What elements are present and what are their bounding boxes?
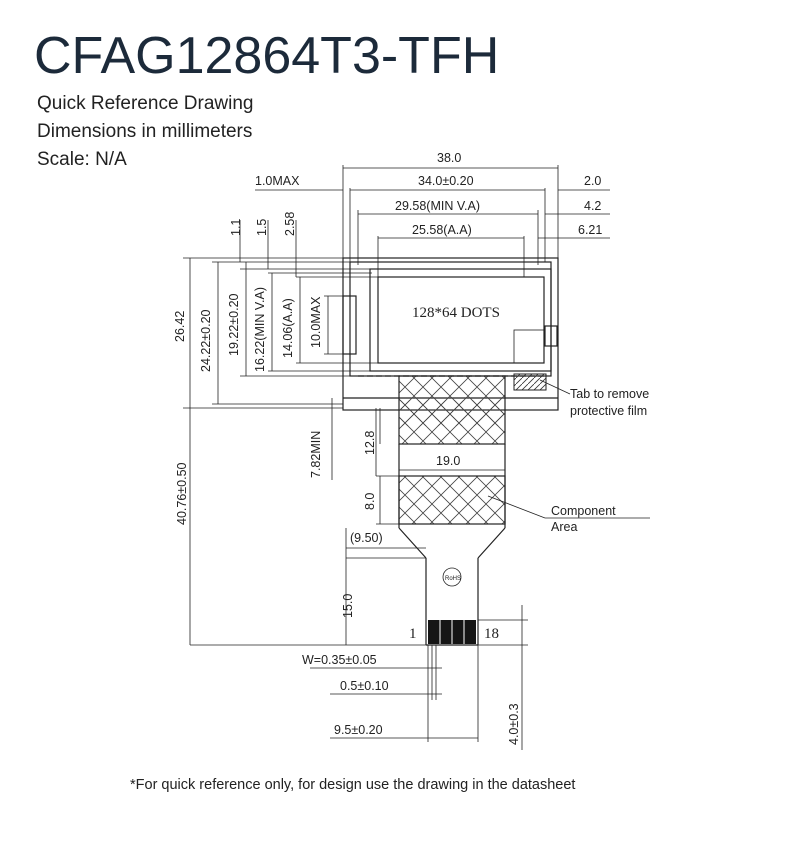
dim-42: 4.2 [584, 199, 601, 213]
dim-34: 34.0±0.20 [418, 174, 474, 188]
dim-11: 1.1 [229, 219, 243, 236]
dim-128: 12.8 [363, 431, 377, 455]
tab-leader-line [539, 379, 571, 395]
dim-15: 1.5 [255, 219, 269, 236]
dim-2: 2.0 [584, 174, 601, 188]
rohs-mark: RoHS [445, 576, 461, 582]
dim-1max: 1.0MAX [255, 174, 300, 188]
flex-cable [398, 375, 506, 646]
dim-40: 4.0±0.3 [507, 703, 521, 745]
dim-100max: 10.0MAX [309, 296, 323, 348]
dim-4076: 40.76±0.50 [175, 462, 189, 525]
dim-190: 19.0 [436, 454, 460, 468]
pin-1-label: 1 [409, 626, 417, 642]
component-label-2: Area [551, 520, 577, 534]
dim-pin-width: W=0.35±0.05 [302, 653, 377, 667]
dim-2958: 29.58(MIN V.A) [395, 199, 480, 213]
subtitle-scale: Scale: N/A [37, 149, 127, 170]
dim-950: (9.50) [350, 531, 383, 545]
dim-1406: 14.06(A.A) [281, 298, 295, 358]
pin-dimension-lines [310, 605, 528, 750]
component-label: Component [551, 504, 616, 518]
pin-18-label: 18 [484, 626, 499, 642]
footnote: *For quick reference only, for design us… [130, 777, 576, 793]
dim-150: 15.0 [341, 594, 355, 618]
dim-80: 8.0 [363, 493, 377, 510]
dim-pitch: 0.5±0.10 [340, 679, 389, 693]
dim-258: 2.58 [283, 212, 297, 236]
dots-label: 128*64 DOTS [412, 305, 500, 321]
dim-2422: 24.22±0.20 [199, 309, 213, 372]
part-number-title: CFAG12864T3-TFH [34, 27, 500, 85]
dim-2642: 26.42 [173, 311, 187, 342]
subtitle-units: Dimensions in millimeters [37, 121, 253, 142]
dim-621: 6.21 [578, 223, 602, 237]
dim-95: 9.5±0.20 [334, 723, 383, 737]
component-leader-line [487, 495, 546, 519]
dim-2558: 25.58(A.A) [412, 223, 472, 237]
top-dimension-lines [255, 165, 610, 277]
dim-782min: 7.82MIN [309, 431, 323, 478]
dim-1922: 19.22±0.20 [227, 293, 241, 356]
dim-38: 38.0 [437, 151, 461, 165]
dim-1622: 16.22(MIN V.A) [253, 287, 267, 372]
subtitle-reference: Quick Reference Drawing [37, 93, 254, 114]
tab-label: Tab to remove [570, 387, 649, 401]
left-dimension-lines [183, 220, 505, 646]
tab-label-2: protective film [570, 404, 647, 418]
